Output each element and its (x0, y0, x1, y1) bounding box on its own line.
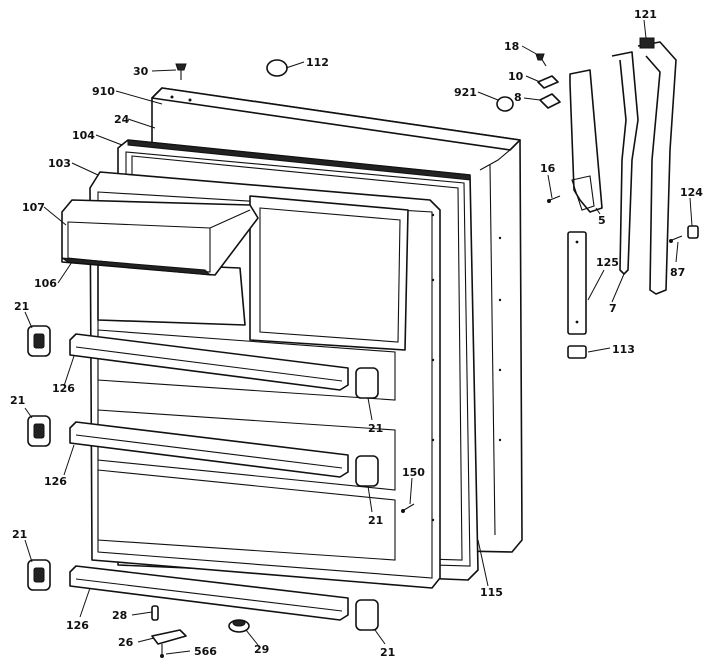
screw-566 (160, 644, 164, 658)
callout-21-right-2: 21 (368, 514, 383, 527)
callout-21-left-3: 21 (12, 528, 27, 541)
callout-125: 125 (596, 256, 619, 269)
callout-30: 30 (133, 65, 149, 78)
plug-112 (266, 59, 288, 77)
door-shelf-bar-lower (69, 565, 349, 621)
callout-150: 150 (402, 466, 425, 479)
callout-112: 112 (306, 56, 329, 69)
shelf-end-cap-right-3 (355, 599, 379, 631)
shelf-end-cap-left-1 (27, 325, 51, 357)
callout-113: 113 (612, 343, 635, 356)
hinge-bracket-5 (569, 69, 603, 213)
hinge-rod-121 (637, 37, 677, 295)
callout-7: 7 (609, 302, 617, 315)
callout-566: 566 (194, 645, 217, 658)
shelf-end-cap-left-2 (27, 415, 51, 447)
callout-18: 18 (504, 40, 519, 53)
cap-921 (496, 96, 514, 112)
callout-87: 87 (670, 266, 685, 279)
callout-8: 8 (514, 91, 522, 104)
plug-124 (687, 225, 699, 239)
callout-16: 16 (540, 162, 556, 175)
callout-921: 921 (454, 86, 477, 99)
cover-125 (567, 231, 587, 335)
callout-28: 28 (112, 609, 127, 622)
callout-910: 910 (92, 85, 115, 98)
foot-29 (228, 619, 250, 633)
screw-87 (669, 235, 683, 243)
callout-124: 124 (680, 186, 703, 199)
callout-21-left-2: 21 (10, 394, 25, 407)
callout-103: 103 (48, 157, 71, 170)
callout-21-right-1: 21 (368, 422, 383, 435)
callout-labels: 30 112 910 24 104 103 107 106 21 126 21 … (10, 8, 703, 659)
screw-16 (547, 195, 561, 203)
callout-126-upper: 126 (52, 382, 75, 395)
block-8 (539, 93, 561, 109)
hinge-rod-7 (611, 51, 639, 275)
callout-21-left-1: 21 (14, 300, 29, 313)
pin-28 (151, 605, 159, 621)
shelf-end-cap-right-2 (355, 455, 379, 487)
shelf-end-cap-left-3 (27, 559, 51, 591)
callout-5: 5 (598, 214, 606, 227)
shelf-end-cap-right-1 (355, 367, 379, 399)
callout-10: 10 (508, 70, 524, 83)
callout-126-lower: 126 (66, 619, 89, 632)
door-shelf-bar-middle (69, 421, 349, 478)
callout-29: 29 (254, 643, 269, 656)
callout-106: 106 (34, 277, 57, 290)
clip-10 (537, 75, 559, 89)
dairy-compartment-door (61, 199, 259, 276)
callout-24: 24 (114, 113, 130, 126)
door-shelf-bar-upper (69, 333, 349, 391)
screw-18 (535, 53, 547, 67)
callout-26: 26 (118, 636, 134, 649)
screw-30 (175, 63, 187, 80)
callout-115: 115 (480, 586, 503, 599)
callout-21-right-3: 21 (380, 646, 395, 659)
callout-121: 121 (634, 8, 657, 21)
callout-126-middle: 126 (44, 475, 67, 488)
stop-113 (567, 345, 587, 359)
leader-lines (24, 19, 693, 655)
callout-104: 104 (72, 129, 95, 142)
screw-150 (401, 503, 415, 513)
plate-26 (151, 629, 187, 645)
callout-107: 107 (22, 201, 45, 214)
